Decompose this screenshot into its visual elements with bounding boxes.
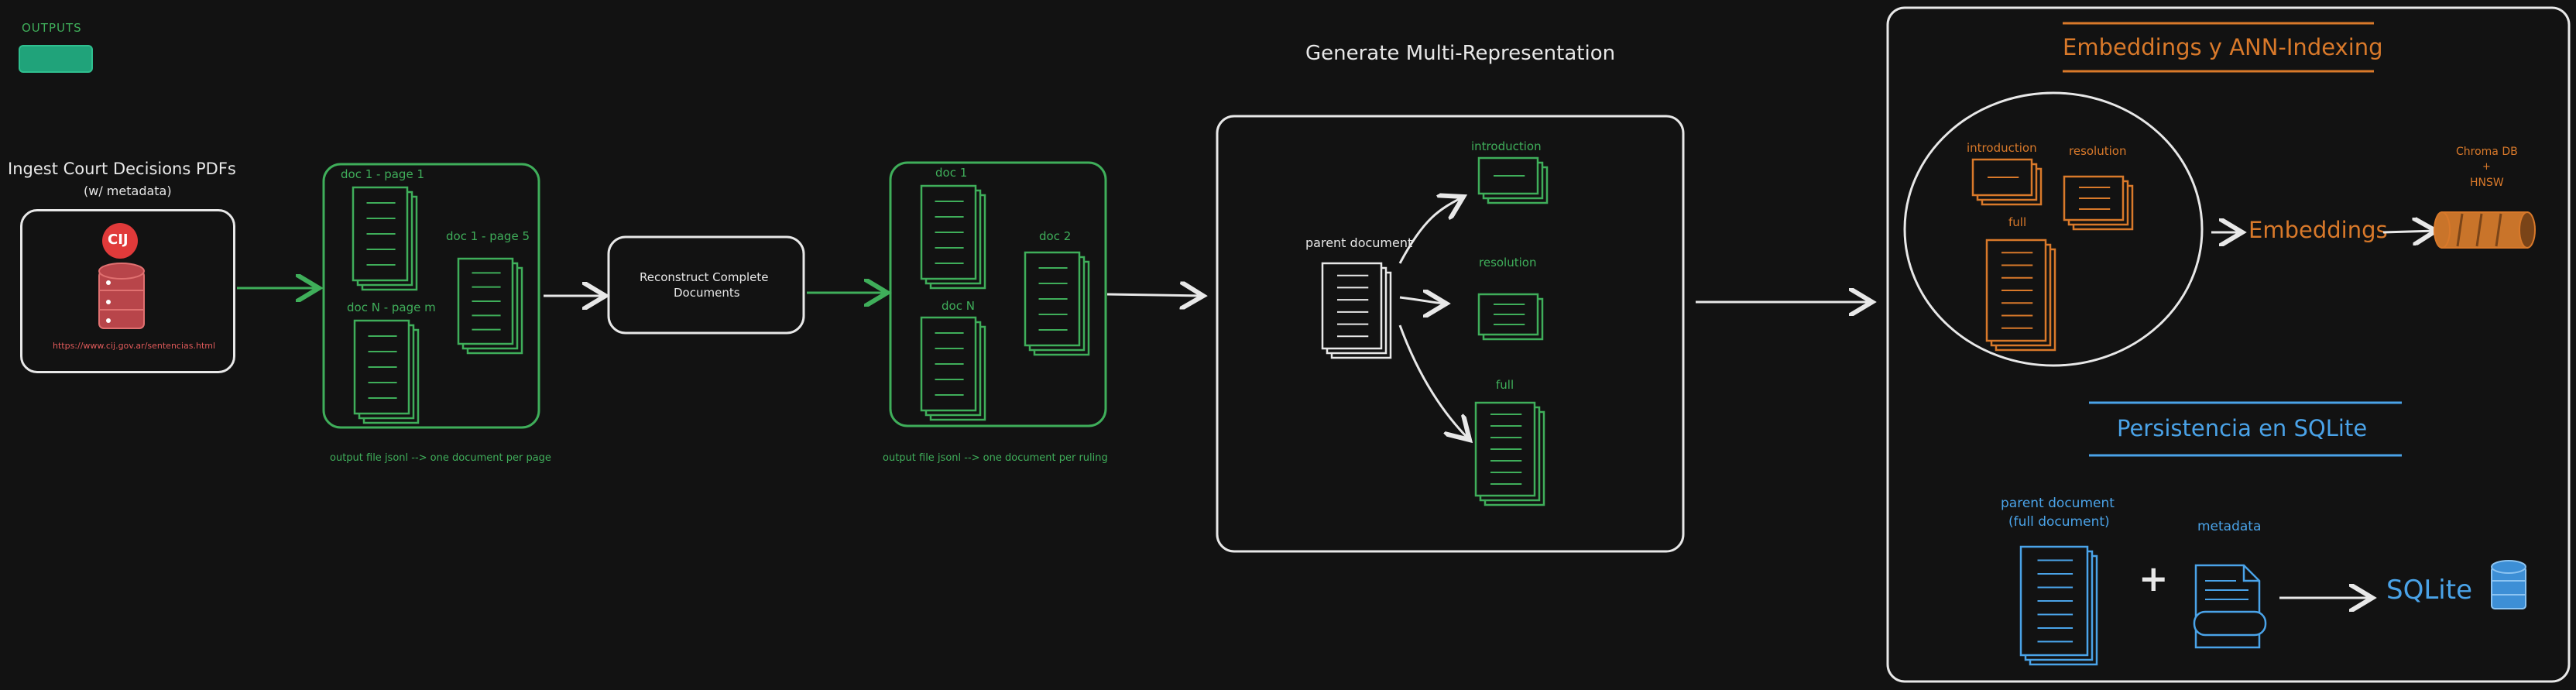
circle-resolution-stack — [2063, 175, 2134, 231]
persist-parent-label-2: (full document) — [2008, 514, 2110, 530]
persist-parent-label-1: parent document — [2001, 496, 2115, 511]
ingest-title: Ingest Court Decisions PDFs — [8, 160, 236, 178]
full-doc-stack — [1474, 401, 1545, 506]
outputs-legend-label: OUTPUTS — [22, 21, 82, 35]
arrow-parent-to-introduction — [1398, 197, 1463, 264]
doc-stack-doc1 — [920, 184, 986, 290]
docs-box — [889, 161, 1107, 427]
circle-full-stack — [1985, 239, 2056, 352]
doc-label-docN: doc N — [942, 299, 975, 313]
sqlite-label: SQLite — [2386, 575, 2472, 606]
page-label-doc1-p5: doc 1 - page 5 — [446, 229, 530, 243]
cij-logo-text: CIJ — [108, 232, 129, 248]
doc-stack-page5 — [457, 257, 523, 355]
json-file-icon — [2193, 564, 2267, 649]
parent-document-label: parent document — [1305, 235, 1413, 250]
multi-rep-title: Generate Multi-Representation — [1305, 42, 1616, 65]
sqlite-database-icon — [2491, 560, 2526, 609]
page-label-doc1-p1: doc 1 - page 1 — [341, 167, 424, 181]
pages-box — [322, 163, 540, 429]
chroma-db-cylinder-icon — [2434, 211, 2536, 249]
plus-sign: + — [2139, 558, 2169, 599]
outputs-legend-swatch — [19, 45, 93, 73]
doc-label-doc2: doc 2 — [1039, 229, 1072, 243]
multi-rep-resolution-label: resolution — [1479, 256, 1537, 269]
embeddings-label: Embeddings — [2248, 217, 2388, 243]
circle-resolution-label: resolution — [2069, 144, 2127, 158]
circle-introduction-label: introduction — [1967, 141, 2037, 155]
doc-stack-page1 — [352, 186, 418, 291]
arrow-parent-to-full — [1398, 324, 1470, 440]
ingest-box — [20, 209, 235, 373]
doc-stack-docN — [920, 316, 986, 421]
ingest-url: https://www.cij.gov.ar/sentencias.html — [53, 341, 216, 351]
representations-circle — [1903, 91, 2204, 367]
reconstruct-label-2: Documents — [674, 286, 740, 300]
doc-stack-pagem — [353, 319, 420, 424]
chroma-label-1: Chroma DB — [2456, 146, 2518, 158]
chroma-label-3: HNSW — [2470, 177, 2504, 189]
resolution-doc-stack — [1477, 293, 1544, 341]
chroma-label-2: + — [2482, 161, 2491, 173]
introduction-doc-stack — [1477, 156, 1549, 204]
page-label-docN-pm: doc N - page m — [347, 300, 436, 314]
reconstruct-box — [607, 235, 805, 335]
embeddings-section-title: Embeddings y ANN-Indexing — [2063, 34, 2383, 60]
reconstruct-label-1: Reconstruct Complete — [640, 270, 769, 284]
arrow-docs-to-multirep — [1106, 294, 1203, 296]
ingest-subtitle: (w/ metadata) — [84, 184, 172, 198]
circle-introduction-stack — [1971, 158, 2043, 206]
arrow-embeddings-to-chroma — [2382, 231, 2436, 232]
multi-rep-full-label: full — [1496, 378, 1514, 392]
multi-rep-box — [1216, 115, 1685, 553]
persistence-section-title: Persistencia en SQLite — [2117, 415, 2368, 441]
parent-document-stack — [1321, 262, 1392, 359]
arrow-parent-to-resolution — [1399, 297, 1446, 304]
docs-caption: output file jsonl --> one document per r… — [883, 452, 1108, 464]
persist-parent-doc-stack — [2019, 545, 2098, 666]
doc-label-doc1: doc 1 — [935, 166, 968, 180]
json-label: JSON — [2210, 616, 2242, 632]
multi-rep-introduction-label: introduction — [1471, 139, 1542, 153]
cij-logo — [102, 223, 138, 259]
metadata-label: metadata — [2197, 519, 2262, 534]
circle-full-label: full — [2008, 215, 2027, 229]
pages-caption: output file jsonl --> one document per p… — [330, 452, 551, 464]
doc-stack-doc2 — [1024, 251, 1090, 356]
